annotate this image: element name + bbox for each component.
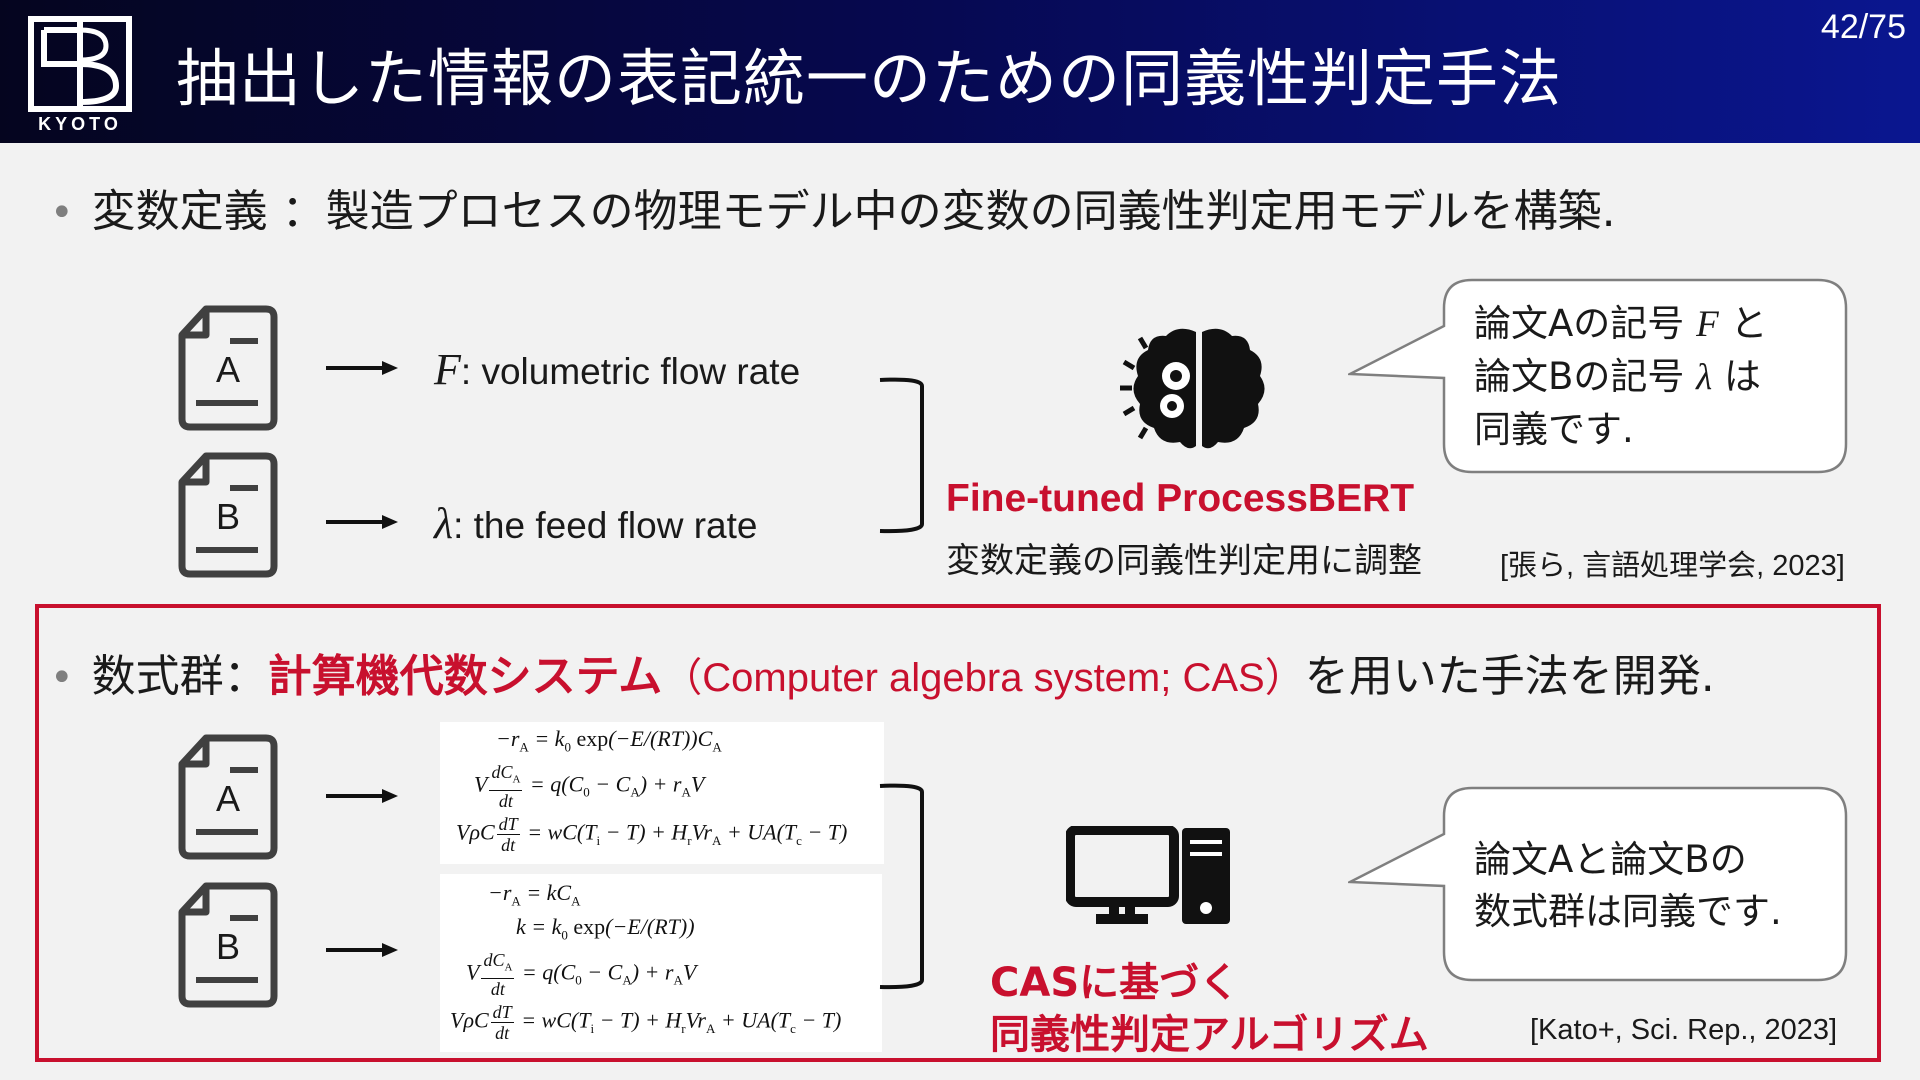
cas-english-name: （Computer algebra system; CAS） (662, 656, 1305, 700)
equation-line: k = k0 exp(−E/(RT)) (516, 914, 695, 943)
document-letter: B (215, 926, 240, 967)
variable-lambda-symbol: λ (434, 499, 454, 548)
arrow-right-icon (326, 515, 398, 529)
bubble-line: 論文Bの記号 λ は (1474, 355, 1761, 398)
bubble-line: 同義です. (1474, 408, 1634, 451)
reference-citation: [Kato+, Sci. Rep., 2023] (1530, 1014, 1838, 1046)
bullet-equation-group: • 数式群：計算機代数システム（Computer algebra system; … (50, 640, 1715, 704)
highlight-box (35, 604, 1881, 1062)
bullet-dot: • (50, 190, 74, 236)
bullet-suffix: を用いた手法を開発. (1304, 651, 1715, 702)
cas-highlight: 計算機代数システム (267, 651, 663, 702)
document-letter: A (215, 349, 240, 390)
arrow-right-icon (326, 789, 398, 803)
computer-icon (1066, 826, 1230, 924)
document-a-icon: A (178, 305, 278, 431)
variable-f-label: F: volumetric flow rate (434, 344, 800, 395)
arrow-right-icon (326, 943, 398, 957)
brain-gears-icon (1120, 328, 1265, 449)
arrow-right-icon (326, 361, 398, 375)
document-letter: B (215, 496, 240, 537)
bubble-text-equations: 論文Aと論文Bの 数式群は同義です. (1474, 834, 1782, 938)
variable-lambda-label: λ: the feed flow rate (434, 498, 757, 549)
document-a-icon: A (178, 734, 278, 860)
bubble-text-variables: 論文Aの記号 F と 論文Bの記号 λ は 同義です. (1474, 298, 1767, 456)
bubble-line: 論文Aと論文Bの (1474, 838, 1747, 881)
bracket (879, 783, 924, 990)
document-letter: A (215, 778, 240, 819)
kyoto-logo: KYOTO (28, 16, 132, 136)
document-b-icon: B (178, 882, 278, 1008)
bracket (879, 377, 924, 534)
slide-header: KYOTO 抽出した情報の表記統一のための同義性判定手法 42/75 (0, 0, 1920, 143)
bullet-prefix: 数式群： (91, 651, 268, 702)
equation-line: −rA = kCA (488, 880, 581, 909)
bullet-dot: • (50, 655, 74, 701)
bullet-variable-definition: • 変数定義 ：製造プロセスの物理モデル中の変数の同義性判定用モデルを構築. (50, 175, 1616, 239)
slide-title: 抽出した情報の表記統一のための同義性判定手法 (176, 42, 1563, 115)
equation-line: −rA = k0 exp(−E/(RT))CA (496, 726, 722, 755)
page-number: 42/75 (1820, 8, 1906, 46)
document-b-icon: B (178, 452, 278, 578)
variable-f-definition: : volumetric flow rate (460, 351, 801, 392)
speech-bubble (1348, 278, 1848, 474)
model-name: Fine-tuned ProcessBERT (946, 477, 1415, 520)
bullet-text: 変数定義 ：製造プロセスの物理モデル中の変数の同義性判定用モデルを構築. (91, 186, 1616, 237)
reference-citation: [張ら, 言語処理学会, 2023] (1500, 550, 1845, 582)
speech-bubble (1348, 786, 1848, 982)
model-description: 変数定義の同義性判定用に調整 (946, 541, 1422, 581)
logo-text: KYOTO (38, 114, 122, 134)
cas-algorithm-line1: CASに基づく (990, 960, 1240, 1006)
bubble-line: 数式群は同義です. (1474, 890, 1782, 933)
bubble-line: 論文Aの記号 F と (1474, 302, 1768, 345)
variable-lambda-definition: : the feed flow rate (453, 505, 758, 546)
cas-algorithm-line2: 同義性判定アルゴリズム (990, 1012, 1429, 1058)
variable-f-symbol: F (434, 345, 461, 394)
